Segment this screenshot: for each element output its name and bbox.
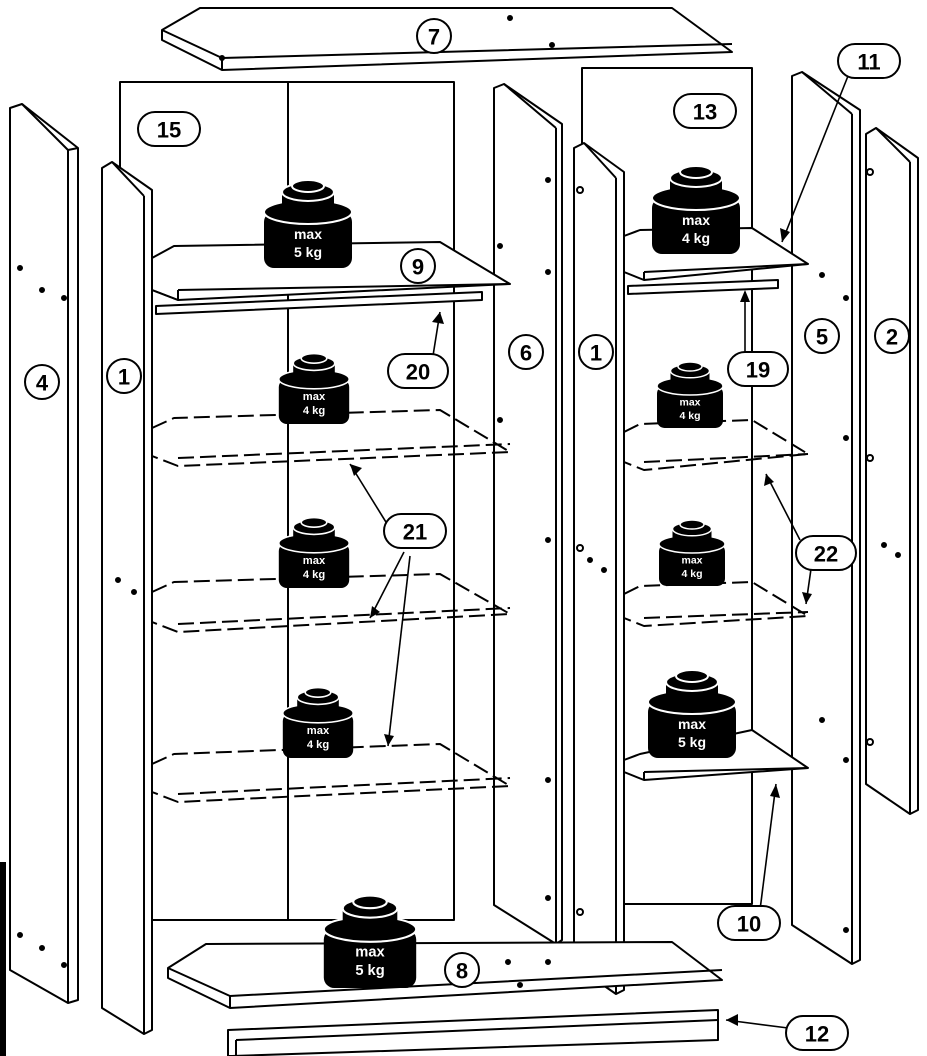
side-panel-left-outer (9, 103, 79, 1004)
plinth-panel (227, 1009, 719, 1056)
svg-text:7: 7 (428, 25, 440, 50)
label-1-left: 1 (106, 358, 142, 394)
weight-label-line1: max (294, 226, 322, 242)
shelf-left-dashed (151, 409, 511, 803)
label-4: 4 (24, 364, 60, 400)
hanging-rail-right (627, 279, 779, 295)
label-19: 19 (727, 351, 789, 387)
weight-label-line1: max (303, 555, 326, 567)
side-panel-right-middle (791, 71, 861, 965)
weight-label-line1: max (307, 725, 330, 737)
svg-text:1: 1 (590, 341, 602, 366)
svg-text:10: 10 (737, 912, 761, 937)
svg-text:21: 21 (403, 520, 427, 545)
label-9: 9 (400, 248, 436, 284)
label-6: 6 (508, 334, 544, 370)
svg-text:22: 22 (814, 542, 838, 567)
weight-icon: max 4 kg (651, 165, 741, 254)
label-22: 22 (795, 535, 857, 571)
weight-label-line1: max (303, 391, 326, 403)
arrowheads (350, 228, 812, 1026)
edge-strip (0, 862, 6, 1056)
svg-text:8: 8 (456, 959, 468, 984)
weight-label-line2: 4 kg (303, 405, 326, 417)
label-1-right: 1 (578, 334, 614, 370)
label-5: 5 (804, 318, 840, 354)
label-12: 12 (785, 1015, 849, 1051)
weight-label-line2: 4 kg (307, 739, 330, 751)
svg-text:9: 9 (412, 255, 424, 280)
label-13: 13 (673, 93, 737, 129)
weight-icon: max 5 kg (263, 179, 353, 268)
weight-icon: max 5 kg (322, 894, 418, 988)
side-panel-right-inner (573, 142, 625, 995)
weight-label-line1: max (679, 397, 700, 409)
part-labels: 4 1 15 7 9 20 6 21 8 1 13 11 5 2 19 22 1… (24, 18, 910, 1051)
weight-label-line2: 4 kg (682, 230, 710, 246)
label-8: 8 (444, 952, 480, 988)
door-panel-right (865, 127, 919, 815)
weight-label-line1: max (678, 716, 706, 732)
svg-text:19: 19 (746, 358, 770, 383)
middle-panel (493, 83, 563, 945)
svg-text:13: 13 (693, 100, 717, 125)
svg-text:20: 20 (406, 360, 430, 385)
weight-icon: max 5 kg (647, 669, 737, 758)
label-21: 21 (383, 513, 447, 549)
svg-text:12: 12 (805, 1022, 829, 1047)
weight-label-line2: 4 kg (681, 568, 702, 580)
weight-label-line2: 4 kg (679, 410, 700, 422)
label-7: 7 (416, 18, 452, 54)
hanging-rail (155, 291, 483, 315)
svg-text:11: 11 (857, 50, 880, 75)
weight-icon: max 4 kg (277, 352, 351, 424)
svg-text:15: 15 (157, 118, 181, 143)
shelf-right-dashed (623, 419, 809, 627)
weight-label-line1: max (682, 212, 710, 228)
weight-label-line2: 4 kg (303, 569, 326, 581)
svg-text:4: 4 (36, 371, 49, 396)
label-2: 2 (874, 318, 910, 354)
svg-text:2: 2 (886, 325, 898, 350)
svg-text:1: 1 (118, 365, 130, 390)
weight-label-line2: 5 kg (294, 244, 322, 260)
weight-label-line1: max (681, 555, 702, 567)
weight-label-line2: 5 kg (355, 963, 384, 979)
label-15: 15 (137, 111, 201, 147)
svg-text:6: 6 (520, 341, 532, 366)
weight-label-line2: 5 kg (678, 734, 706, 750)
side-panel-left-inner (101, 161, 153, 1035)
weight-icon: max 4 kg (281, 686, 355, 758)
svg-text:5: 5 (816, 325, 828, 350)
label-10: 10 (717, 905, 781, 941)
weight-label-line1: max (355, 944, 385, 960)
weight-icon: max 4 kg (277, 516, 351, 588)
label-11: 11 (837, 43, 901, 79)
label-20: 20 (387, 353, 449, 389)
